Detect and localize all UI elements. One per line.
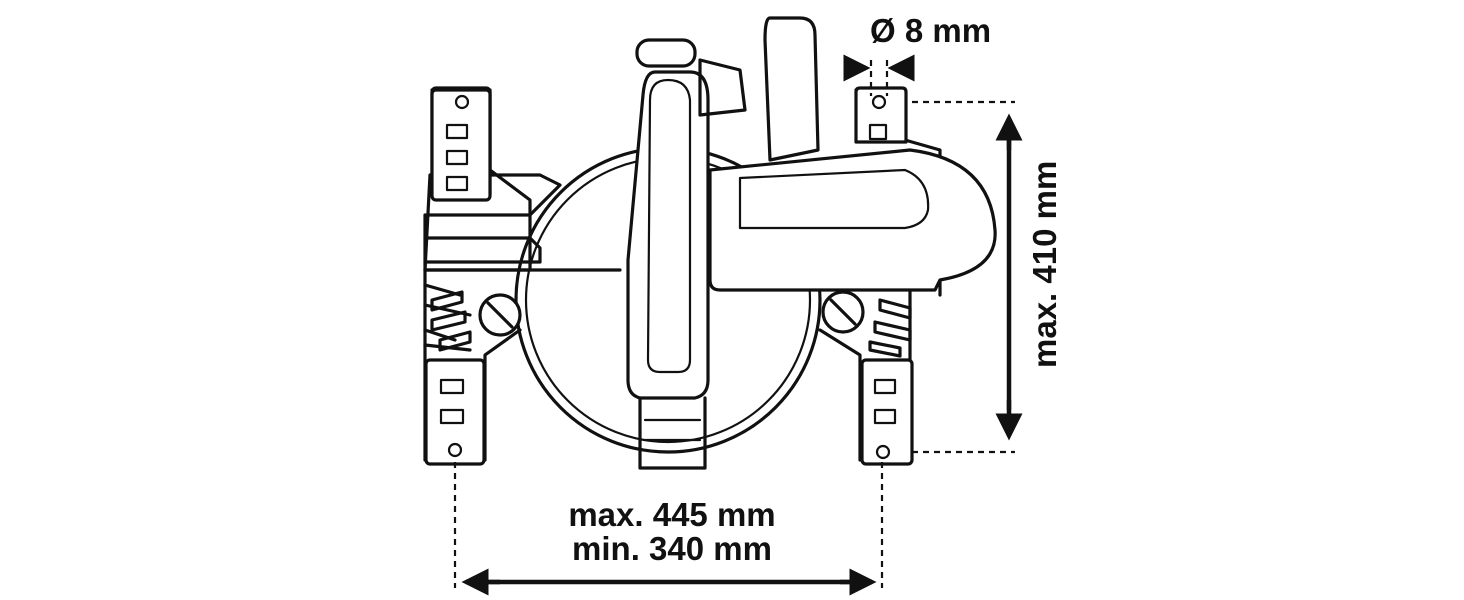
- left-lock-knob: [478, 293, 522, 337]
- hole-diameter-label: Ø 8 mm: [870, 12, 991, 49]
- left-front-foot: [424, 358, 486, 466]
- width-max-label: max. 445 mm: [568, 496, 775, 533]
- width-min-label: min. 340 mm: [572, 530, 772, 567]
- right-lock-knob: [821, 290, 865, 334]
- height-dimension: max. 410 mm: [912, 100, 1063, 454]
- left-rear-foot: [430, 88, 492, 202]
- saw-handle: [763, 16, 820, 162]
- left-ribs: [423, 283, 472, 352]
- right-ribs: [868, 298, 912, 358]
- hole-diameter-dimension: Ø 8 mm: [843, 12, 991, 96]
- width-dimension: max. 445 mm min. 340 mm: [453, 462, 884, 596]
- right-rear-foot: [854, 86, 908, 144]
- saw-blade: [626, 70, 710, 400]
- height-label: max. 410 mm: [1026, 161, 1063, 368]
- motor-housing: [708, 148, 997, 292]
